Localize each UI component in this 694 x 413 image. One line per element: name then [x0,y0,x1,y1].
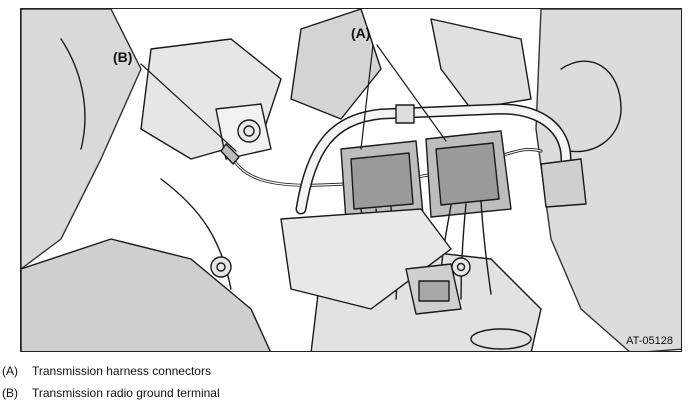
legend: (A) Transmission harness connectors (B) … [2,360,562,404]
diagram-figure: (A) (B) AT-05128 [20,8,682,352]
ground-terminal-b [215,103,272,165]
legend-item: (A) Transmission harness connectors [2,360,562,382]
legend-text: Transmission harness connectors [32,364,211,378]
lower-parts [210,208,532,350]
legend-text: Transmission radio ground terminal [32,386,220,400]
figure-code: AT-05128 [626,335,673,347]
leader-line-a-2 [376,44,447,142]
leader-lines [140,44,447,152]
callout-b: (B) [113,49,133,65]
harness-pipe [295,103,587,215]
legend-key: (A) [2,364,18,378]
leader-line-a-1 [360,44,374,150]
leader-line-b [140,63,237,152]
legend-key: (B) [2,386,18,400]
harness-connectors-a [340,130,512,300]
engine-bay-illustration [21,9,681,351]
legend-item: (B) Transmission radio ground terminal [2,382,562,404]
callout-a: (A) [351,25,371,41]
